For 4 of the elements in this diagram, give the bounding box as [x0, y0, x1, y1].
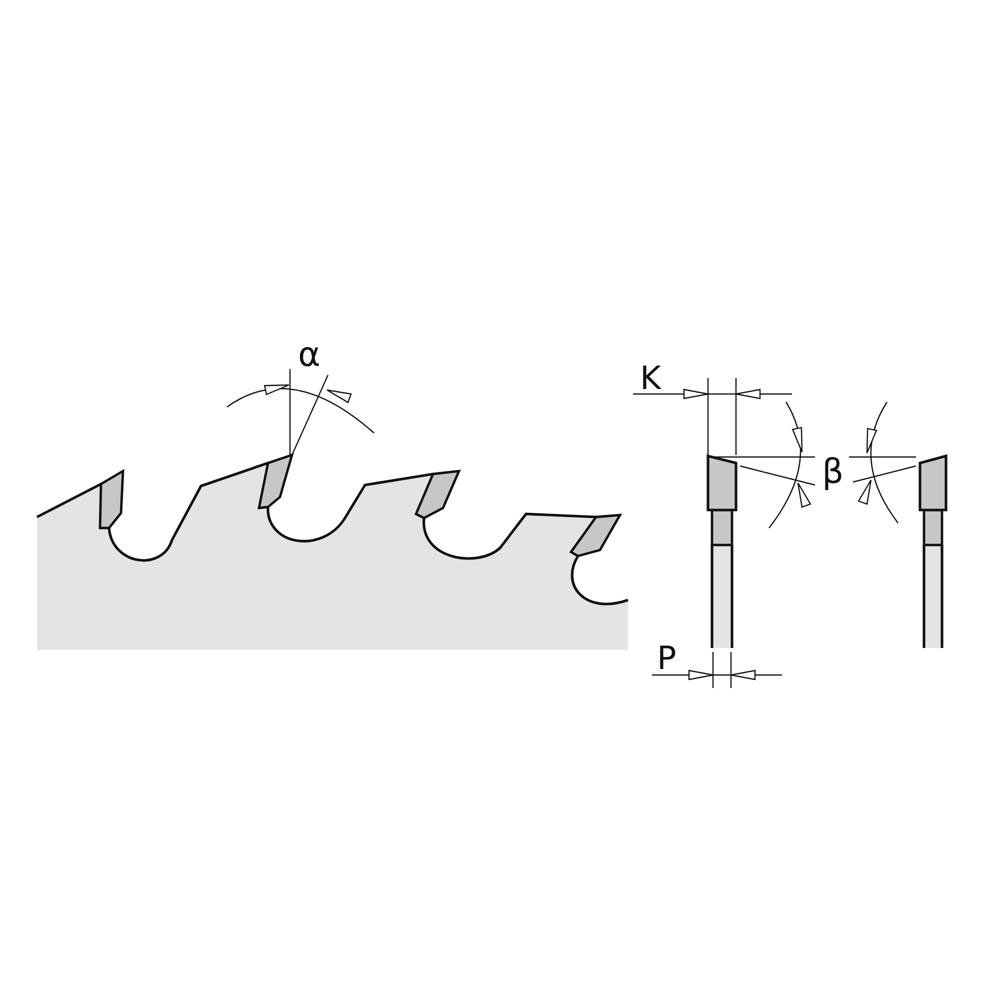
dimension-label: β [822, 455, 844, 489]
dimension-label: P [657, 642, 676, 674]
dimension-label: α [298, 338, 320, 372]
dimension-label: K [640, 362, 661, 394]
